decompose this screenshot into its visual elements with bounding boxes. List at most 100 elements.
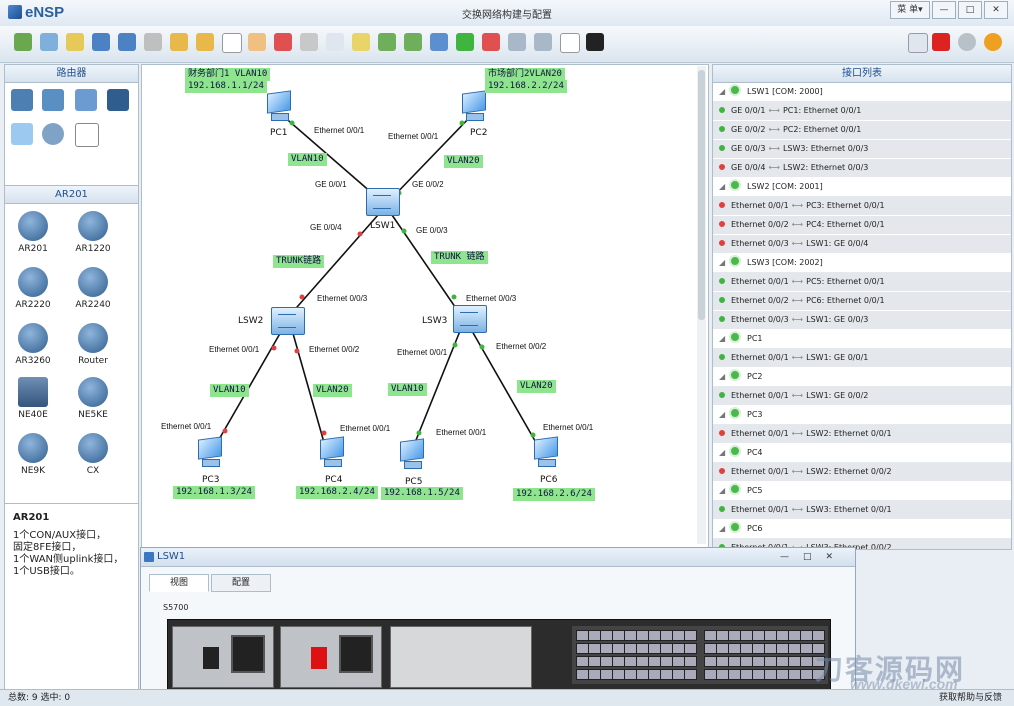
lsw1-node[interactable] — [366, 188, 400, 216]
ethernet-port[interactable] — [684, 669, 697, 680]
interface-group-row[interactable]: ◢PC1 — [713, 330, 1011, 349]
interface-group-row[interactable]: ◢PC3 — [713, 406, 1011, 425]
maximize-button[interactable]: □ — [958, 1, 982, 19]
settings-icon[interactable] — [958, 33, 976, 51]
menu-button[interactable]: 菜 单▾ — [890, 1, 930, 19]
vlan10-label[interactable]: VLAN10 — [388, 383, 427, 396]
pc1-ip-label[interactable]: 192.168.1.1/24 — [185, 80, 267, 93]
interface-link-row[interactable]: Ethernet 0/0/1⟷LSW1: GE 0/0/2 — [713, 387, 1011, 406]
delete-link-icon[interactable] — [300, 33, 318, 51]
zoom-in-icon[interactable] — [378, 33, 396, 51]
interface-link-row[interactable]: GE 0/0/1⟷PC1: Ethernet 0/0/1 — [713, 102, 1011, 121]
device-ar2220[interactable]: AR2220 — [13, 267, 53, 310]
pc1-node[interactable] — [263, 90, 293, 124]
interface-link-row[interactable]: Ethernet 0/0/1⟷PC3: Ethernet 0/0/1 — [713, 197, 1011, 216]
interface-link-row[interactable]: Ethernet 0/0/3⟷LSW1: GE 0/0/3 — [713, 311, 1011, 330]
device-ne9k[interactable]: NE9K — [13, 433, 53, 476]
ethernet-port[interactable] — [684, 656, 697, 667]
interface-group-row[interactable]: ◢LSW3 [COM: 2002] — [713, 254, 1011, 273]
lsw1-window-controls[interactable]: —□✕ — [779, 552, 847, 562]
router-category-icon[interactable] — [11, 89, 33, 111]
ethernet-port[interactable] — [812, 656, 825, 667]
save-as-icon[interactable] — [118, 33, 136, 51]
open-icon[interactable] — [66, 33, 84, 51]
collapse-icon[interactable]: ◢ — [719, 410, 726, 419]
power-supply-1[interactable] — [172, 626, 274, 688]
console-icon[interactable] — [586, 33, 604, 51]
device-ne40e[interactable]: NE40E — [13, 377, 53, 420]
pc4-ip-label[interactable]: 192.168.2.4/24 — [296, 486, 378, 499]
interface-link-row[interactable]: Ethernet 0/0/3⟷LSW1: GE 0/0/4 — [713, 235, 1011, 254]
help-icon[interactable] — [984, 33, 1002, 51]
interface-link-row[interactable]: Ethernet 0/0/1⟷LSW2: Ethernet 0/0/2 — [713, 463, 1011, 482]
collapse-icon[interactable]: ◢ — [719, 182, 726, 191]
interface-group-row[interactable]: ◢PC5 — [713, 482, 1011, 501]
chat-icon[interactable] — [908, 33, 928, 53]
pc2-ip-label[interactable]: 192.168.2.2/24 — [485, 80, 567, 93]
device-ar2240[interactable]: AR2240 — [73, 267, 113, 310]
undo-icon[interactable] — [170, 33, 188, 51]
pc1-title-label[interactable]: 财务部门1 VLAN10 — [185, 68, 271, 81]
collapse-icon[interactable]: ◢ — [719, 334, 726, 343]
pc3-node[interactable] — [194, 436, 224, 470]
text-icon[interactable] — [326, 33, 344, 51]
pc5-ip-label[interactable]: 192.168.1.5/24 — [381, 487, 463, 500]
print-icon[interactable] — [144, 33, 162, 51]
ethernet-port[interactable] — [684, 643, 697, 654]
device-ne5ke[interactable]: NE5KE — [73, 377, 113, 420]
interface-group-row[interactable]: ◢PC4 — [713, 444, 1011, 463]
interface-link-row[interactable]: Ethernet 0/0/2⟷PC6: Ethernet 0/0/1 — [713, 292, 1011, 311]
lsw3-node[interactable] — [453, 305, 487, 333]
collapse-icon[interactable]: ◢ — [719, 524, 726, 533]
delete-icon[interactable] — [274, 33, 292, 51]
new-topology-icon[interactable] — [14, 33, 32, 51]
scroll-thumb[interactable] — [698, 70, 705, 320]
interface-link-row[interactable]: GE 0/0/4⟷LSW2: Ethernet 0/0/3 — [713, 159, 1011, 178]
collapse-icon[interactable]: ◢ — [719, 448, 726, 457]
collapse-icon[interactable]: ◢ — [719, 258, 726, 267]
pc3-ip-label[interactable]: 192.168.1.3/24 — [173, 486, 255, 499]
vlan10-label[interactable]: VLAN10 — [288, 153, 327, 166]
vlan20-label[interactable]: VLAN20 — [444, 155, 483, 168]
canvas-scrollbar[interactable] — [697, 66, 706, 544]
trunk-label[interactable]: TRUNK链路 — [273, 255, 325, 268]
tab-config[interactable]: 配置 — [211, 574, 271, 592]
interface-link-row[interactable]: GE 0/0/2⟷PC2: Ethernet 0/0/1 — [713, 121, 1011, 140]
device-ar201[interactable]: AR201 — [13, 211, 53, 254]
interface-group-row[interactable]: ◢PC6 — [713, 520, 1011, 539]
power-switch[interactable] — [311, 647, 327, 669]
interface-link-row[interactable]: Ethernet 0/0/1⟷LSW1: GE 0/0/1 — [713, 349, 1011, 368]
redo-icon[interactable] — [196, 33, 214, 51]
power-switch[interactable] — [203, 647, 219, 669]
collapse-icon[interactable]: ◢ — [719, 486, 726, 495]
interface-group-row[interactable]: ◢PC2 — [713, 368, 1011, 387]
interface-group-row[interactable]: ◢LSW2 [COM: 2001] — [713, 178, 1011, 197]
minimize-button[interactable]: — — [932, 1, 956, 19]
wlan-category-icon[interactable] — [75, 89, 97, 111]
lsw1-window-titlebar[interactable]: LSW1 —□✕ — [141, 548, 855, 567]
pc6-ip-label[interactable]: 192.168.2.6/24 — [513, 488, 595, 501]
interface-link-row[interactable]: Ethernet 0/0/2⟷PC4: Ethernet 0/0/1 — [713, 216, 1011, 235]
switch-category-icon[interactable] — [42, 89, 64, 111]
device-ar3260[interactable]: AR3260 — [13, 323, 53, 366]
power-supply-2[interactable] — [280, 626, 382, 688]
palette-icon[interactable] — [352, 33, 370, 51]
ethernet-port[interactable] — [812, 669, 825, 680]
ethernet-port[interactable] — [684, 630, 697, 641]
interface-link-row[interactable]: Ethernet 0/0/1⟷LSW3: Ethernet 0/0/1 — [713, 501, 1011, 520]
close-button[interactable]: ✕ — [984, 1, 1008, 19]
lsw2-node[interactable] — [271, 307, 305, 335]
grid-icon[interactable] — [560, 33, 580, 53]
cloud-category-icon[interactable] — [42, 123, 64, 145]
pc6-node[interactable] — [530, 436, 560, 470]
capture-icon[interactable] — [508, 33, 526, 51]
interface-link-row[interactable]: Ethernet 0/0/1⟷PC5: Ethernet 0/0/1 — [713, 273, 1011, 292]
pc2-node[interactable] — [458, 90, 488, 124]
help-feedback-link[interactable]: 获取帮助与反馈 — [938, 693, 1002, 703]
zoom-out-icon[interactable] — [404, 33, 422, 51]
interface-link-row[interactable]: Ethernet 0/0/1⟷LSW3: Ethernet 0/0/2 — [713, 539, 1011, 549]
start-icon[interactable] — [456, 33, 474, 51]
topology-icon[interactable] — [534, 33, 552, 51]
ethernet-port[interactable] — [812, 630, 825, 641]
vlan20-label[interactable]: VLAN20 — [313, 384, 352, 397]
